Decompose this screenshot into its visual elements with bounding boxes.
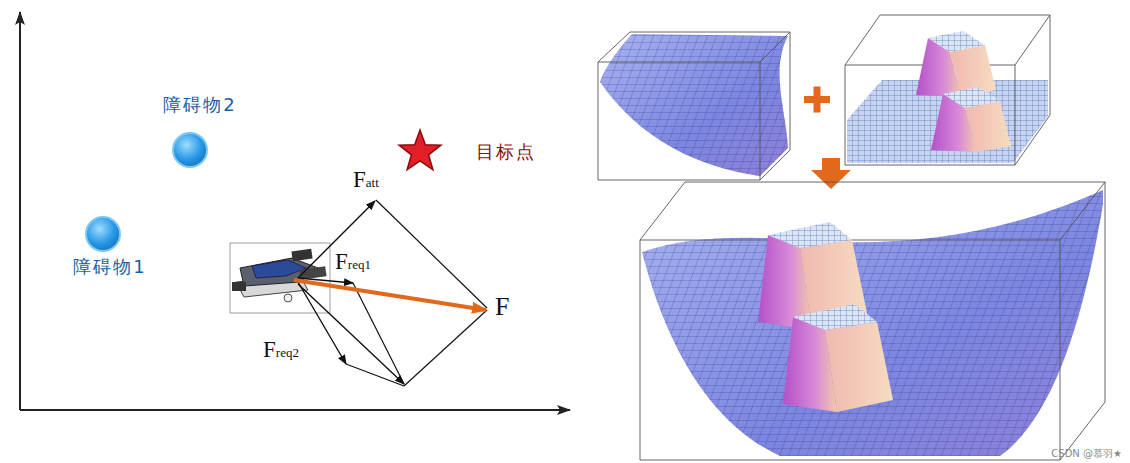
target-point: 目标点 [396,128,556,176]
force-label-holder: Fatt [352,166,380,194]
obstacle: 障碍物2 [140,93,260,173]
force-label-holder: Freq2 [262,336,300,364]
obstacle: 障碍物1 [55,213,165,288]
resultant-force-label: F [495,292,509,322]
force-label-holder: Freq1 [334,248,372,276]
force-label: Fatt [352,166,380,194]
watermark: CSDN @慕羽★ [1051,447,1122,461]
watermark-holder: CSDN @慕羽★ [1051,442,1122,461]
node-label: 障碍物2 [140,93,260,117]
node-label: 目标点 [396,128,556,176]
force-label: Freq2 [262,336,300,364]
force-label: Freq1 [334,248,372,276]
resultant-force-label-holder: F [495,292,509,322]
node-label: 障碍物1 [55,255,165,279]
